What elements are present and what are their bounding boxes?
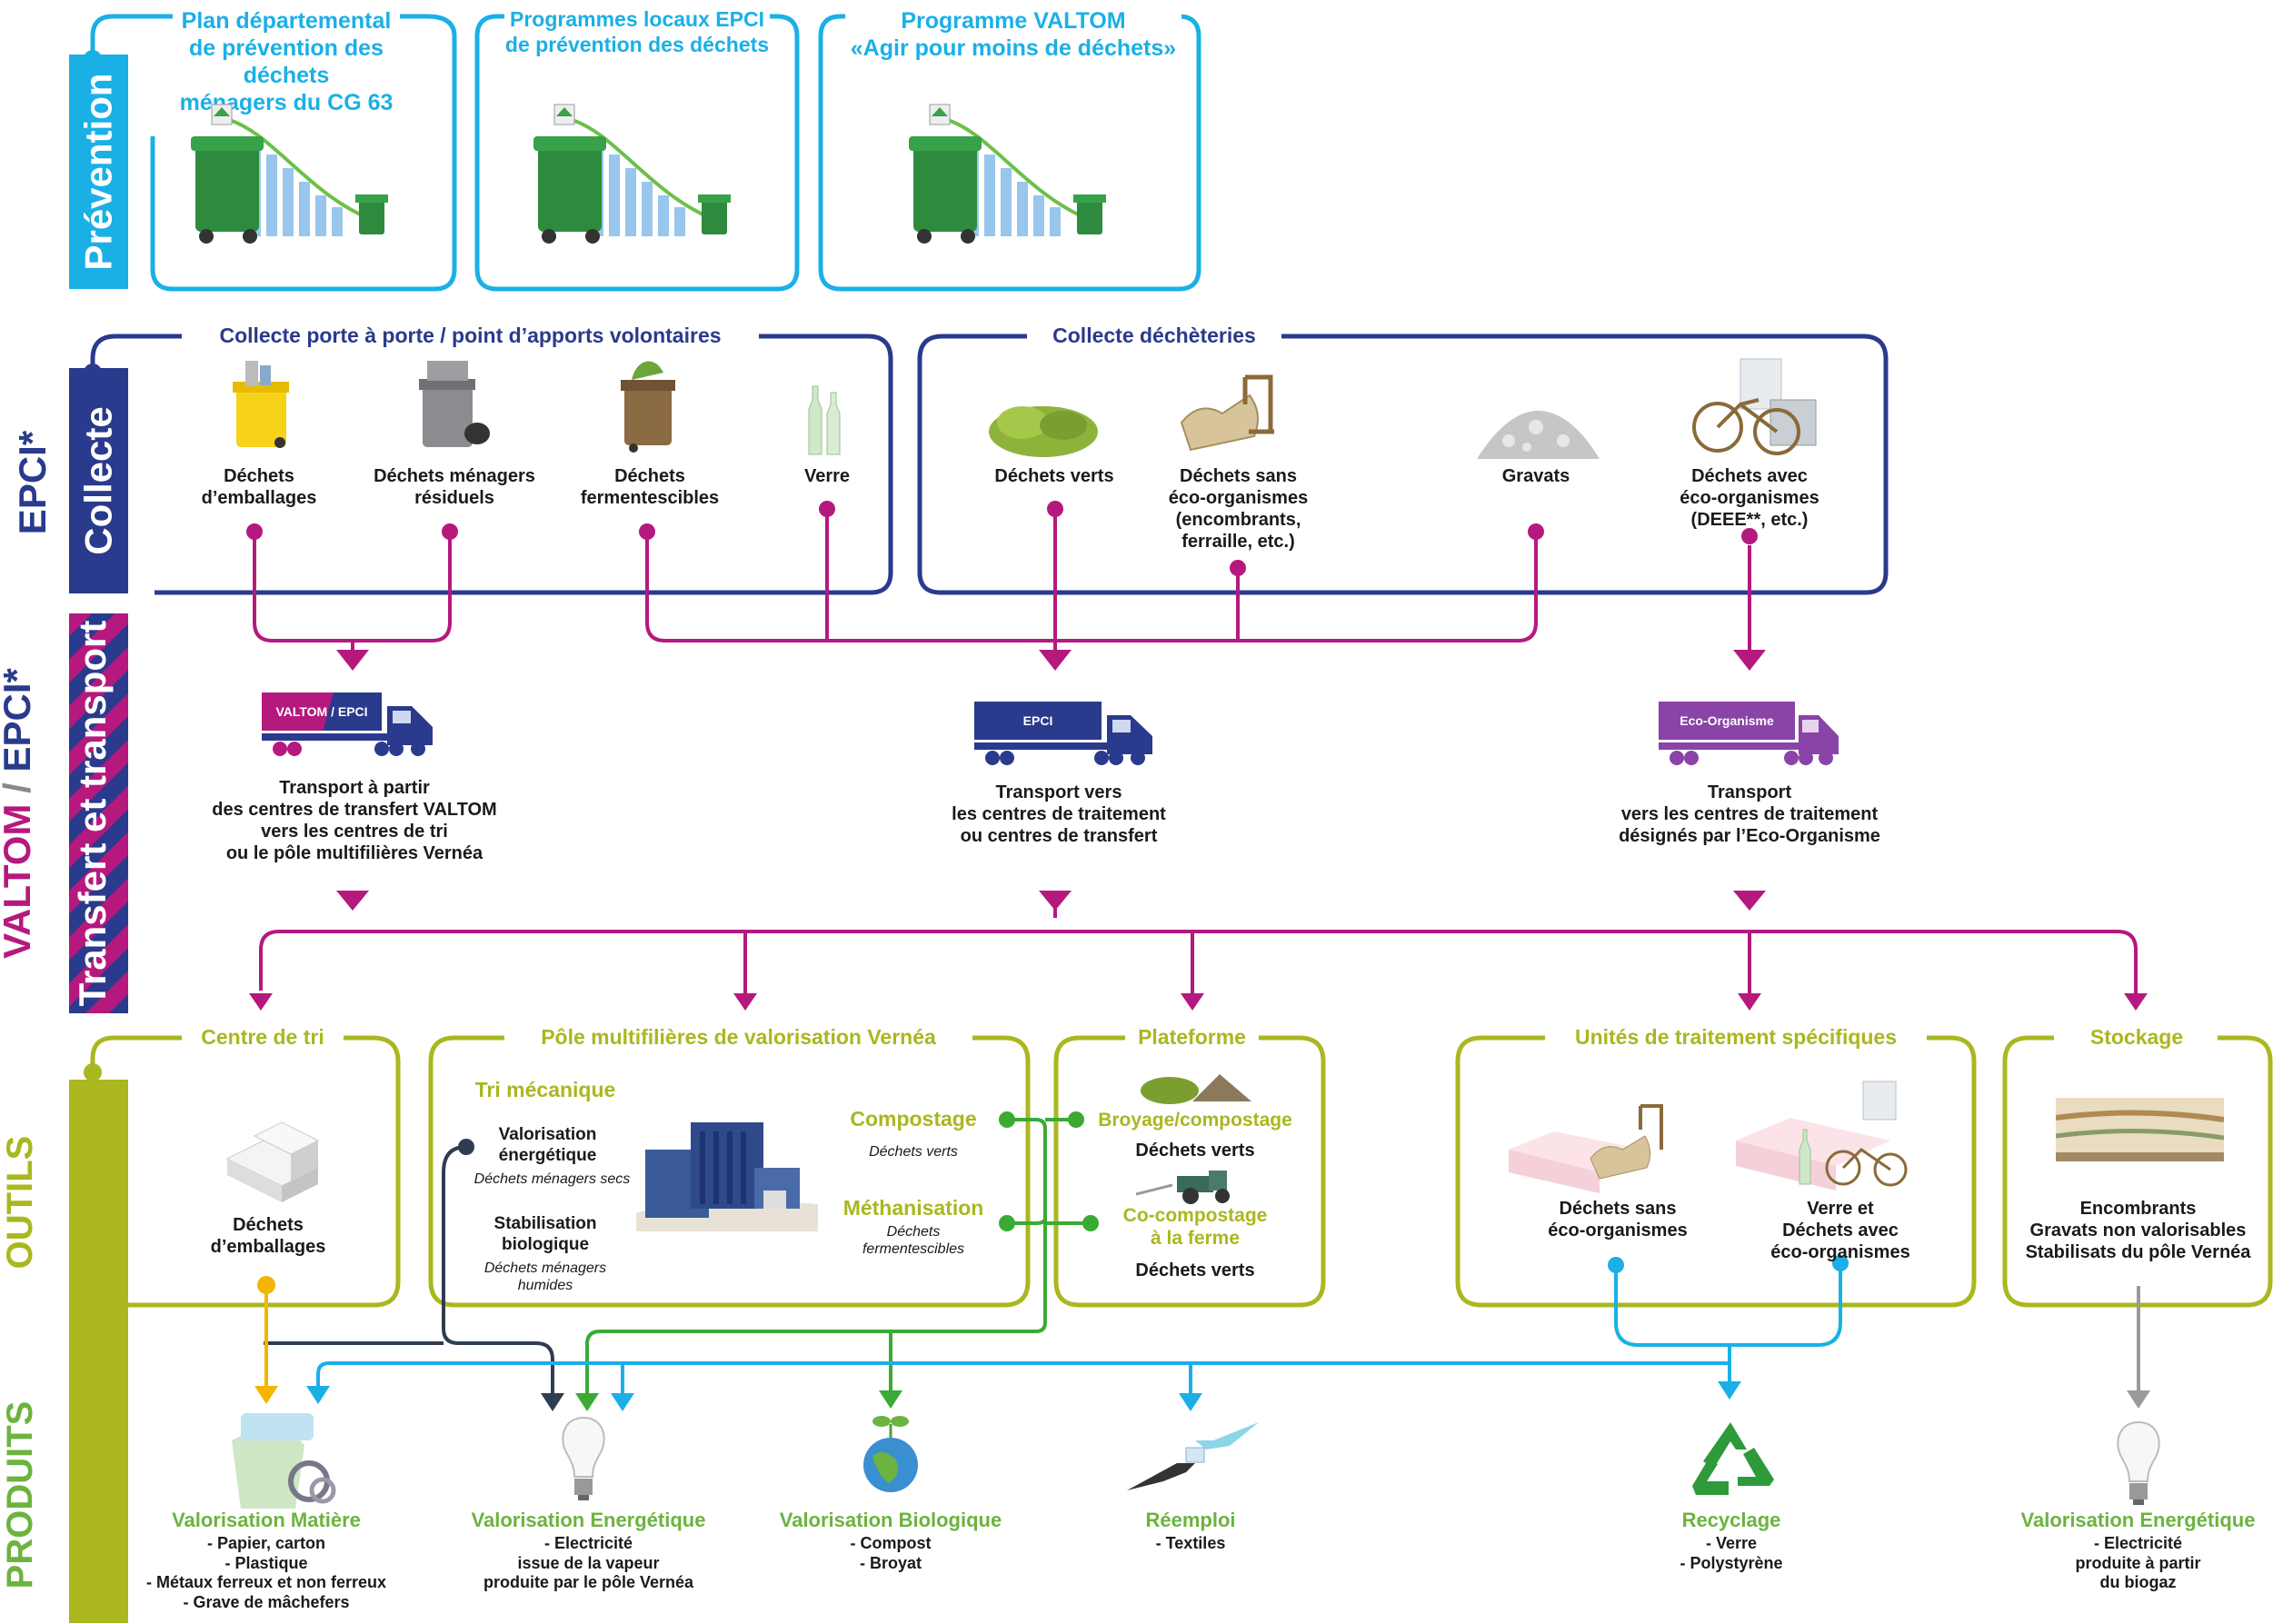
produit-reemploi-title: Réemploi xyxy=(1145,1509,1236,1531)
transfert-band xyxy=(69,613,128,1013)
produit-biologique-lines: - Compost- Broyat xyxy=(850,1534,932,1572)
truck-epci: EPCI xyxy=(974,702,1156,767)
collecte-label: Collecte xyxy=(76,406,120,555)
collecte-verre-label: Verre xyxy=(803,466,851,486)
valo-energetique-sub: Déchets ménagers secs xyxy=(474,1171,631,1187)
truck-valtom-epci: VALTOM / EPCI xyxy=(262,692,444,758)
unites-title: Unités de traitement spécifiques xyxy=(1545,1025,1927,1051)
unit-avec-eco-icon xyxy=(1736,1081,1908,1191)
epci-label: EPCI* xyxy=(11,430,54,535)
hands-textile-icon xyxy=(1127,1422,1259,1490)
rubble-icon xyxy=(1477,410,1600,459)
tractor-icon xyxy=(1136,1171,1230,1204)
truck-icon xyxy=(1659,715,1839,765)
produit-matiere-lines: - Papier, carton- Plastique- Métaux ferr… xyxy=(145,1534,387,1611)
truck-eco-organisme: Eco-Organisme xyxy=(1659,702,1840,767)
compost-heap-icon xyxy=(1141,1074,1251,1104)
produit-matiere-title: Valorisation Matière xyxy=(172,1509,361,1531)
lightbulb-icon xyxy=(562,1416,605,1500)
vernea-title: Pôle multifilières de valorisation Verné… xyxy=(504,1025,972,1051)
materials-icon xyxy=(232,1413,336,1509)
centre-tri-title: Centre de tri xyxy=(182,1025,344,1051)
plateforme-title: Plateforme xyxy=(1125,1025,1259,1051)
cocompostage-sub: Déchets verts xyxy=(1135,1260,1255,1280)
produit-recyclage-lines: - Verre- Polystyrène xyxy=(1680,1534,1783,1572)
brown-bin-icon xyxy=(621,361,675,453)
prevention-label: Prévention xyxy=(76,73,120,271)
transfert-label: Transfert et transport xyxy=(71,620,114,1007)
truck-trailer: Eco-Organisme xyxy=(1659,702,1795,740)
truck-icon xyxy=(974,715,1152,765)
landfill-layers-icon xyxy=(2056,1098,2224,1161)
compostage-sub: Déchets verts xyxy=(869,1144,958,1160)
gray-bin-icon xyxy=(419,361,490,447)
broyage-label: Broyage/compostage xyxy=(1098,1110,1292,1131)
prevention-bin-chart-icon xyxy=(909,104,1106,244)
produit-recyclage-title: Recyclage xyxy=(1681,1509,1781,1531)
tri-mecanique-label: Tri mécanique xyxy=(474,1078,616,1101)
unit-sans-eco-icon xyxy=(1509,1104,1663,1193)
collecte-pap-title: Collecte porte à porte / point d’apports… xyxy=(182,324,759,349)
packaging-blocks-icon xyxy=(225,1121,320,1202)
produit-biologique-title: Valorisation Biologique xyxy=(779,1509,1002,1531)
truck-icon xyxy=(262,706,433,756)
green-waste-icon xyxy=(989,406,1098,457)
valtom-epci-label: VALTOM / EPCI* xyxy=(0,668,38,959)
broyage-sub: Déchets verts xyxy=(1135,1141,1255,1161)
collecte-decheteries-title: Collecte déchèteries xyxy=(1027,324,1281,349)
lightbulb-icon xyxy=(2117,1420,2160,1505)
produit-reemploi-lines: - Textiles xyxy=(1155,1534,1226,1552)
yellow-bin-icon xyxy=(233,361,289,448)
armchair-icon xyxy=(1180,374,1274,452)
bicycle-appliances-icon xyxy=(1692,358,1817,455)
prevention-valtom-title: Programme VALTOM«Agir pour moins de déch… xyxy=(845,7,1181,62)
produit-biogaz-title: Valorisation Energétique xyxy=(2020,1509,2256,1531)
methanisation-label: Méthanisation xyxy=(842,1196,984,1220)
prevention-bin-chart-icon xyxy=(533,104,731,244)
glass-bottles-icon xyxy=(808,385,841,455)
collecte-dechets-verts-label: Déchets verts xyxy=(994,466,1114,486)
compostage-label: Compostage xyxy=(850,1107,977,1131)
produits-label: PRODUITS xyxy=(0,1400,40,1589)
produit-energetique-title: Valorisation Energétique xyxy=(471,1509,706,1531)
vernea-plant-icon xyxy=(636,1122,818,1231)
valorisation-band xyxy=(69,1080,128,1623)
earth-sprout-icon xyxy=(863,1416,918,1492)
collecte-gravats-label: Gravats xyxy=(1501,466,1570,486)
collecte-band: Collecte xyxy=(69,368,128,593)
truck-trailer: EPCI xyxy=(974,702,1102,740)
prevention-band: Prévention xyxy=(69,55,128,289)
recycling-icon xyxy=(1692,1422,1774,1495)
prevention-bin-chart-icon xyxy=(191,104,388,244)
outils-label: OUTILS xyxy=(0,1135,40,1270)
truck-trailer: VALTOM / EPCI xyxy=(262,692,382,731)
stockage-title: Stockage xyxy=(2056,1025,2218,1051)
